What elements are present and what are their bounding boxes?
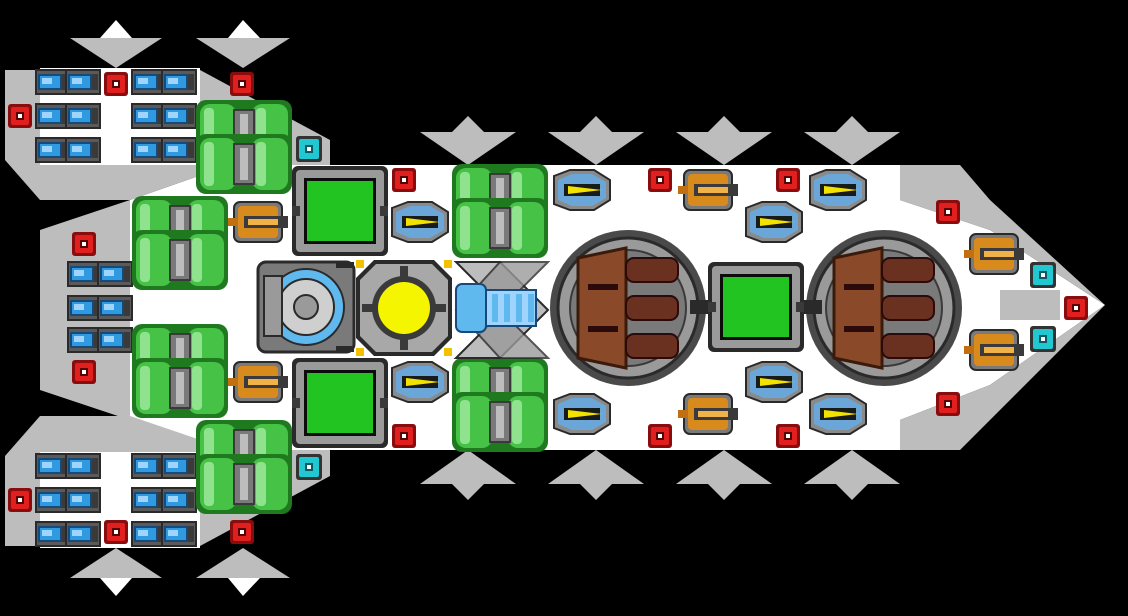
connector-icon [336,262,822,352]
engine-icon [453,261,551,359]
dome-cockpit-icon [256,260,356,354]
yellow-reactor-icon [356,260,452,356]
